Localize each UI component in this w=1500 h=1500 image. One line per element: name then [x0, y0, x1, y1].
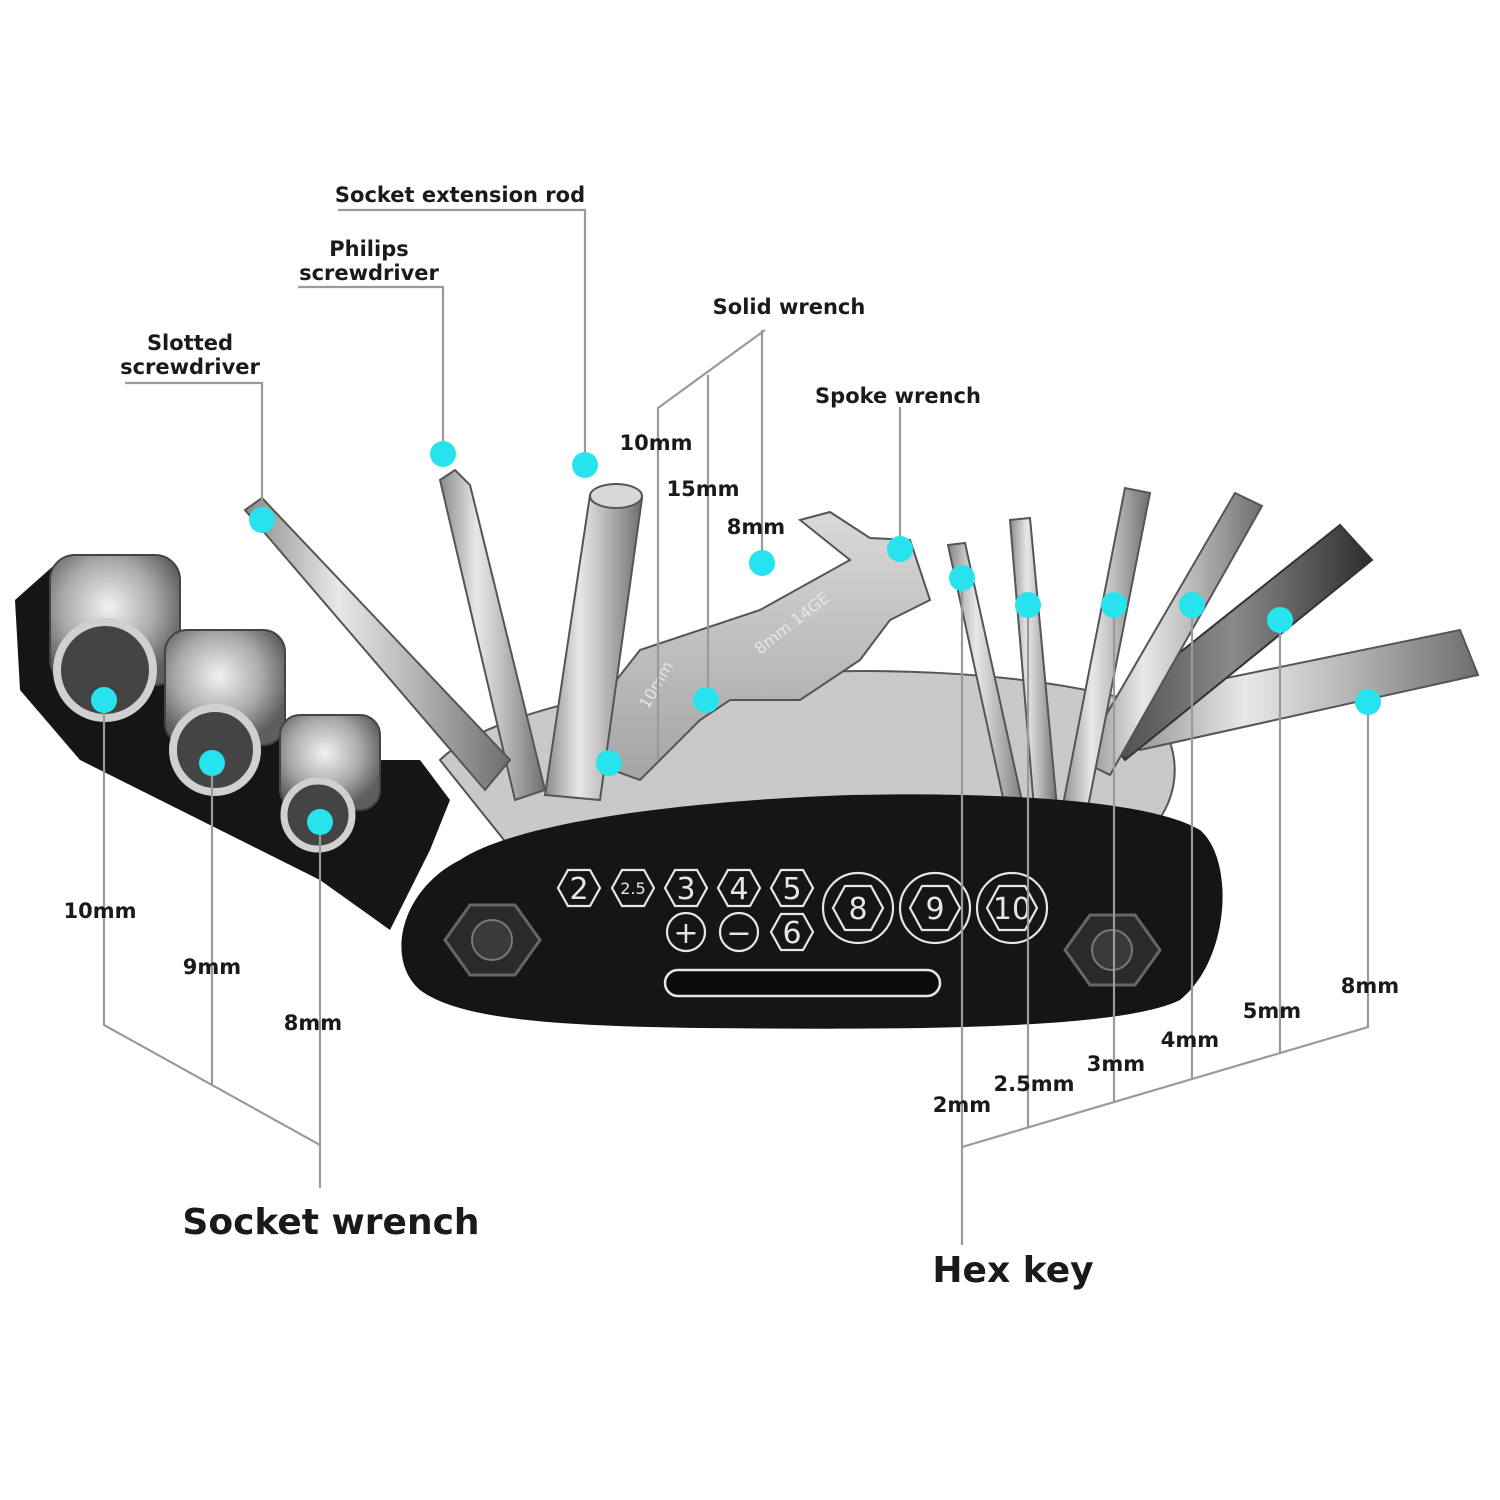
engr-hex-5: 5: [782, 872, 801, 907]
leader-socket-10: [102, 700, 321, 1146]
engraving-tool-row: + − 6: [665, 911, 815, 953]
label-solid-8: 8mm: [727, 515, 785, 539]
label-hex-5: 5mm: [1243, 999, 1301, 1023]
marker-hex-25: [1015, 592, 1041, 618]
marker-extension-rod: [572, 452, 598, 478]
bolt-right-center: [1091, 929, 1133, 971]
label-slotted-line1: Slotted: [147, 331, 233, 355]
label-hex-25: 2.5mm: [994, 1072, 1075, 1096]
leader-extension-rod: [338, 208, 587, 462]
handle-body: [401, 794, 1223, 1029]
marker-solid-8: [749, 550, 775, 576]
label-hex-3: 3mm: [1087, 1052, 1145, 1076]
leader-slotted: [125, 381, 264, 518]
extension-rod-tip: [589, 483, 643, 509]
leader-lines: [102, 208, 1370, 1245]
marker-hex-2: [949, 565, 975, 591]
solid-wrench-graphic: [584, 510, 932, 782]
label-solid-10: 10mm: [620, 431, 693, 455]
label-solid-wrench: Solid wrench: [713, 295, 866, 319]
marker-hex-4: [1179, 592, 1205, 618]
label-slotted-line2: screwdriver: [120, 355, 260, 379]
label-socket-8: 8mm: [284, 1011, 342, 1035]
marker-socket-8: [307, 809, 333, 835]
marker-philips: [430, 441, 456, 467]
label-philips-line2: screwdriver: [299, 261, 439, 285]
sockets-graphic: [49, 554, 381, 853]
label-spoke-wrench: Spoke wrench: [815, 384, 981, 408]
engr-hex-6: 6: [782, 916, 801, 951]
engr-hex-4: 4: [729, 872, 748, 907]
label-hex-4: 4mm: [1161, 1028, 1219, 1052]
engr-hex-3: 3: [676, 872, 695, 907]
socket-9-opening: [169, 704, 261, 796]
label-socket-10: 10mm: [64, 899, 137, 923]
tool-graphic: 8mm 14GE 10mm 2: [15, 468, 1480, 1029]
marker-socket-9: [199, 750, 225, 776]
marker-slotted: [249, 507, 275, 533]
engraving-sockets: 8 9 10: [821, 871, 1049, 945]
engr-plus: +: [673, 916, 698, 951]
hex-key-4-graphic: [1078, 491, 1264, 777]
label-hex-8: 8mm: [1341, 974, 1399, 998]
leader-hex-8: [961, 702, 1370, 1149]
label-socket-wrench: Socket wrench: [182, 1202, 479, 1243]
label-philips-line1: Philips: [329, 237, 408, 261]
engr-hex-2: 2: [569, 872, 588, 907]
callout-labels: Socket extension rod Philips screwdriver…: [64, 183, 1400, 1291]
marker-hex-3: [1101, 592, 1127, 618]
label-socket-extension-rod: Socket extension rod: [335, 183, 585, 207]
slotted-screwdriver-graphic: [243, 496, 512, 792]
engraving-hex-row: 2 2.5 3 4 5: [556, 868, 815, 908]
engr-socket-9: 9: [925, 892, 944, 927]
handle-slot: [663, 968, 942, 998]
marker-hex-8: [1355, 689, 1381, 715]
engr-hex-25: 2.5: [620, 879, 645, 898]
marker-solid-10: [596, 750, 622, 776]
label-solid-15: 15mm: [667, 477, 740, 501]
marker-hex-5: [1267, 607, 1293, 633]
marker-socket-10: [91, 687, 117, 713]
leader-solid-wrench: [656, 329, 766, 760]
engr-minus: −: [726, 916, 751, 951]
marker-spoke: [887, 536, 913, 562]
engr-socket-10: 10: [993, 892, 1031, 927]
marker-dots: [91, 441, 1381, 835]
label-hex-2: 2mm: [933, 1093, 991, 1117]
label-hex-key: Hex key: [932, 1250, 1093, 1291]
bolt-left-center: [471, 919, 513, 961]
philips-screwdriver-graphic: [438, 468, 547, 802]
label-socket-9: 9mm: [183, 955, 241, 979]
leader-philips: [298, 285, 445, 452]
engr-socket-8: 8: [848, 892, 867, 927]
marker-solid-15: [693, 687, 719, 713]
